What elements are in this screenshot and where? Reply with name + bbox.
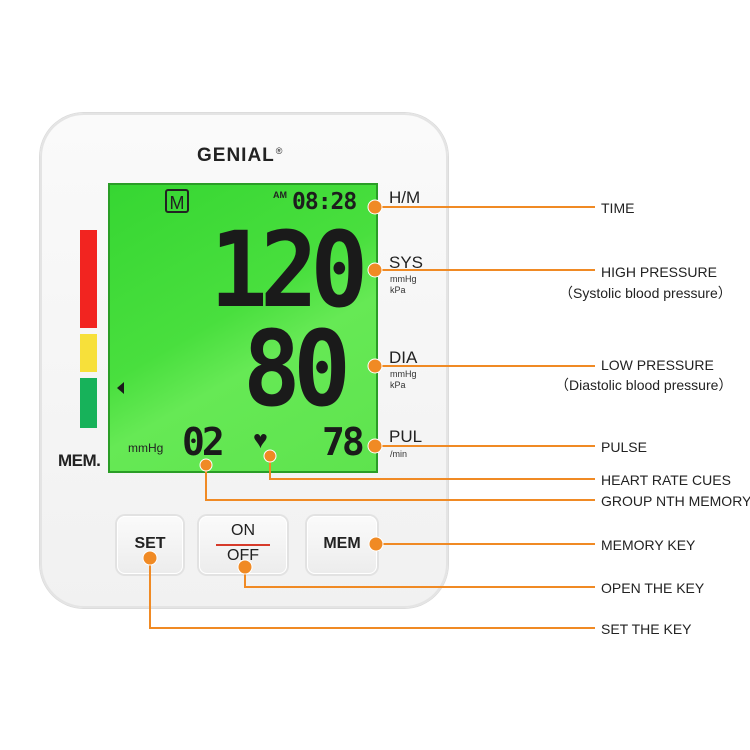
heart-icon: ♥ — [253, 426, 268, 454]
callout-low-pressure-sub: （Diastolic blood pressure） — [555, 377, 733, 393]
mem-button[interactable]: MEM — [307, 516, 377, 574]
callout-high-pressure-sub: （Systolic blood pressure） — [559, 285, 732, 301]
callout-pulse: PULSE — [601, 439, 647, 455]
lcd-memory-group: 02 — [182, 420, 225, 464]
on-off-divider — [216, 544, 270, 546]
callout-group-memory: GROUP NTH MEMORY — [601, 493, 750, 509]
on-label: ON — [231, 522, 255, 539]
label-sys-unit-kpa: kPa — [390, 285, 406, 295]
set-button-label: SET — [134, 535, 166, 552]
indicator-bar-yellow — [80, 334, 97, 372]
callout-memory-key: MEMORY KEY — [601, 537, 696, 553]
off-label: OFF — [227, 547, 259, 564]
mem-button-label: MEM — [323, 535, 361, 552]
lcd-am-indicator: AM — [273, 190, 287, 200]
label-dia: DIA — [389, 348, 418, 367]
label-sys: SYS — [389, 253, 424, 272]
lcd-screen — [108, 183, 378, 473]
callout-low-pressure: LOW PRESSURE — [601, 357, 714, 373]
lcd-systolic-value: 120 — [210, 209, 368, 331]
lcd-time: 08:28 — [292, 189, 357, 215]
callout-time: TIME — [601, 200, 635, 216]
callout-open-key: OPEN THE KEY — [601, 580, 705, 596]
lcd-level-arrow-icon — [117, 382, 124, 394]
lcd-pulse-value: 78 — [322, 420, 365, 464]
brand-logo: GENIAL® — [197, 145, 284, 166]
callout-high-pressure: HIGH PRESSURE — [601, 264, 717, 280]
indicator-bar-green — [80, 378, 97, 428]
indicator-bar-red — [80, 230, 97, 328]
label-pul-unit: /min — [390, 449, 408, 459]
callout-heart-rate: HEART RATE CUES — [601, 472, 731, 488]
lcd-unit: mmHg — [128, 441, 164, 455]
label-dia-unit-mmhg: mmHg — [390, 369, 417, 379]
memory-label: MEM. — [58, 451, 101, 470]
lcd-diastolic-value: 80 — [243, 308, 351, 430]
callout-set-key: SET THE KEY — [601, 621, 692, 637]
lcd-memory-mark: M — [165, 189, 189, 213]
label-time-hm: H/M — [389, 188, 421, 207]
label-dia-unit-kpa: kPa — [390, 380, 406, 390]
label-sys-unit-mmhg: mmHg — [390, 274, 417, 284]
label-pul: PUL — [389, 427, 423, 446]
